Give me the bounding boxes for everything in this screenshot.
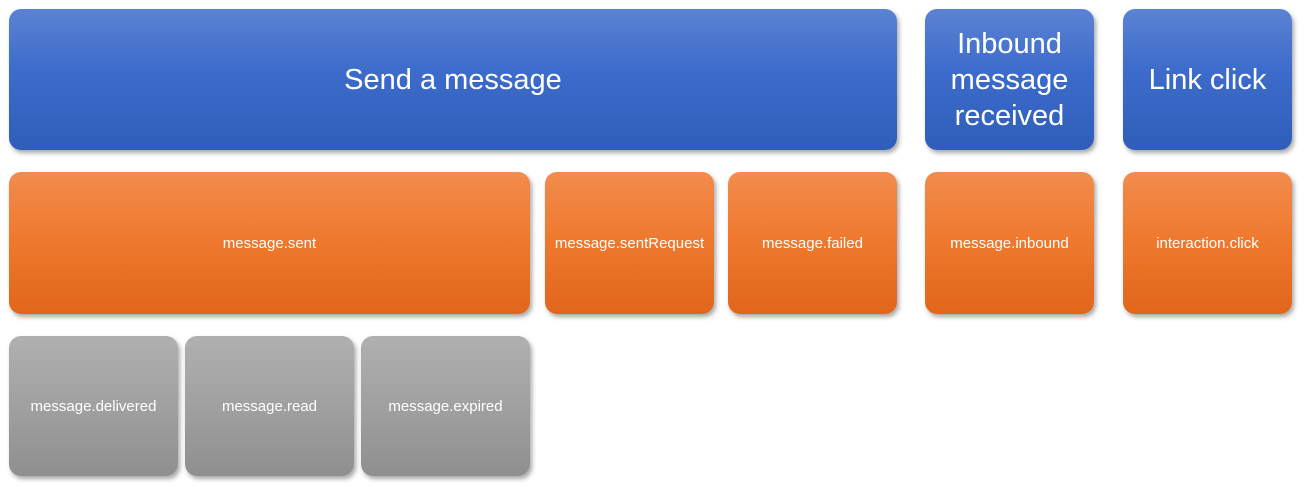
inbound-message-received-box: Inbound message received bbox=[925, 9, 1094, 150]
link-click-label: Link click bbox=[1148, 63, 1267, 96]
message-delivered-status-box: message.delivered bbox=[9, 336, 178, 476]
inbound-label-line-2: message bbox=[950, 63, 1069, 96]
message-sent-event-box: message.sent bbox=[9, 172, 530, 314]
send-a-message-box: Send a message bbox=[9, 9, 897, 150]
inbound-label-line-1: Inbound bbox=[957, 27, 1062, 60]
inbound-message-received-label: Inbound message received bbox=[951, 26, 1069, 134]
send-a-message-label: Send a message bbox=[344, 63, 562, 96]
message-inbound-label: message.inbound bbox=[950, 234, 1069, 252]
message-read-label: message.read bbox=[221, 397, 318, 415]
interaction-click-label: interaction.click bbox=[1156, 234, 1259, 252]
message-inbound-event-box: message.inbound bbox=[925, 172, 1094, 314]
message-expired-status-box: message.expired bbox=[361, 336, 530, 476]
message-failed-event-box: message.failed bbox=[728, 172, 897, 314]
message-failed-label: message.failed bbox=[762, 234, 863, 252]
message-delivered-label: message.delivered bbox=[30, 397, 157, 415]
interaction-click-event-box: interaction.click bbox=[1123, 172, 1292, 314]
message-read-status-box: message.read bbox=[185, 336, 354, 476]
message-sent-request-label: message.sentRequest bbox=[554, 234, 705, 252]
message-expired-label: message.expired bbox=[388, 397, 503, 415]
inbound-label-line-3: received bbox=[954, 99, 1065, 132]
message-sent-label: message.sent bbox=[222, 234, 317, 252]
message-sent-request-event-box: message.sentRequest bbox=[545, 172, 714, 314]
link-click-box: Link click bbox=[1123, 9, 1292, 150]
